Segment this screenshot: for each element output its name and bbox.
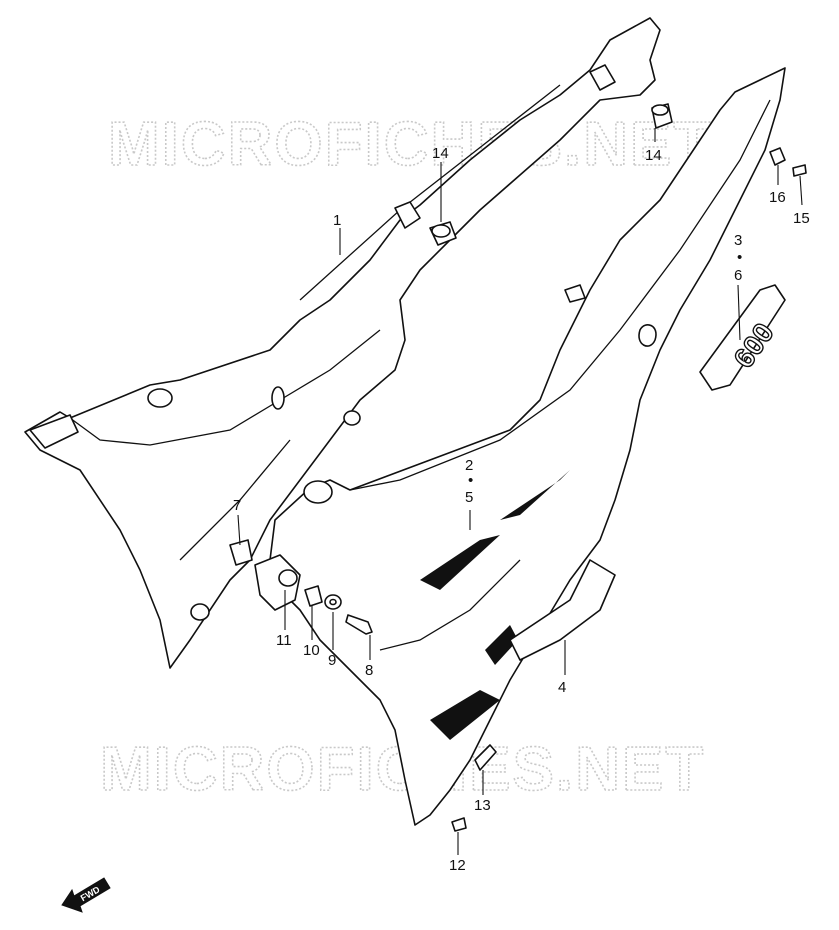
label-8: 8 [365,662,373,679]
dot-2-5: • [468,472,473,489]
bracket-7 [229,539,253,566]
leader-lines [237,128,803,855]
label-14-right: 14 [645,147,662,164]
label-11: 11 [276,632,292,649]
screw-12 [451,817,467,832]
label-4: 4 [558,679,566,696]
collar-10 [304,585,323,607]
frame-cover-right [269,67,786,826]
label-16: 16 [769,189,786,206]
frame-cover-left [24,17,661,669]
label-10: 10 [303,642,320,659]
bolt-8 [345,614,373,635]
grommet-14-left [429,221,457,246]
label-14-left: 14 [432,145,449,162]
label-6: 6 [734,267,742,284]
dot-3-6: • [737,249,742,266]
label-5: 5 [465,489,473,506]
label-13: 13 [474,797,491,814]
emblem-600: 600 [699,284,786,391]
label-3: 3 [734,232,742,249]
label-7: 7 [233,497,241,514]
grommet-14-right [651,103,673,129]
part-labels: 1 14 14 16 15 3 • 6 2 • 5 4 7 11 10 9 8 … [233,145,810,874]
label-15: 15 [793,210,810,227]
label-12: 12 [449,857,466,874]
tape-13 [474,744,497,771]
label-9: 9 [328,652,336,669]
lower-trim [509,559,616,661]
label-2: 2 [465,457,473,474]
nut-16 [769,147,786,166]
washer-9 [324,594,342,610]
fwd-arrow-icon: FWD [61,877,111,913]
watermark-top: MICROFICHES.NET [108,110,713,179]
label-1: 1 [333,212,341,229]
cushion-11 [254,554,301,611]
screw-15 [792,164,807,177]
